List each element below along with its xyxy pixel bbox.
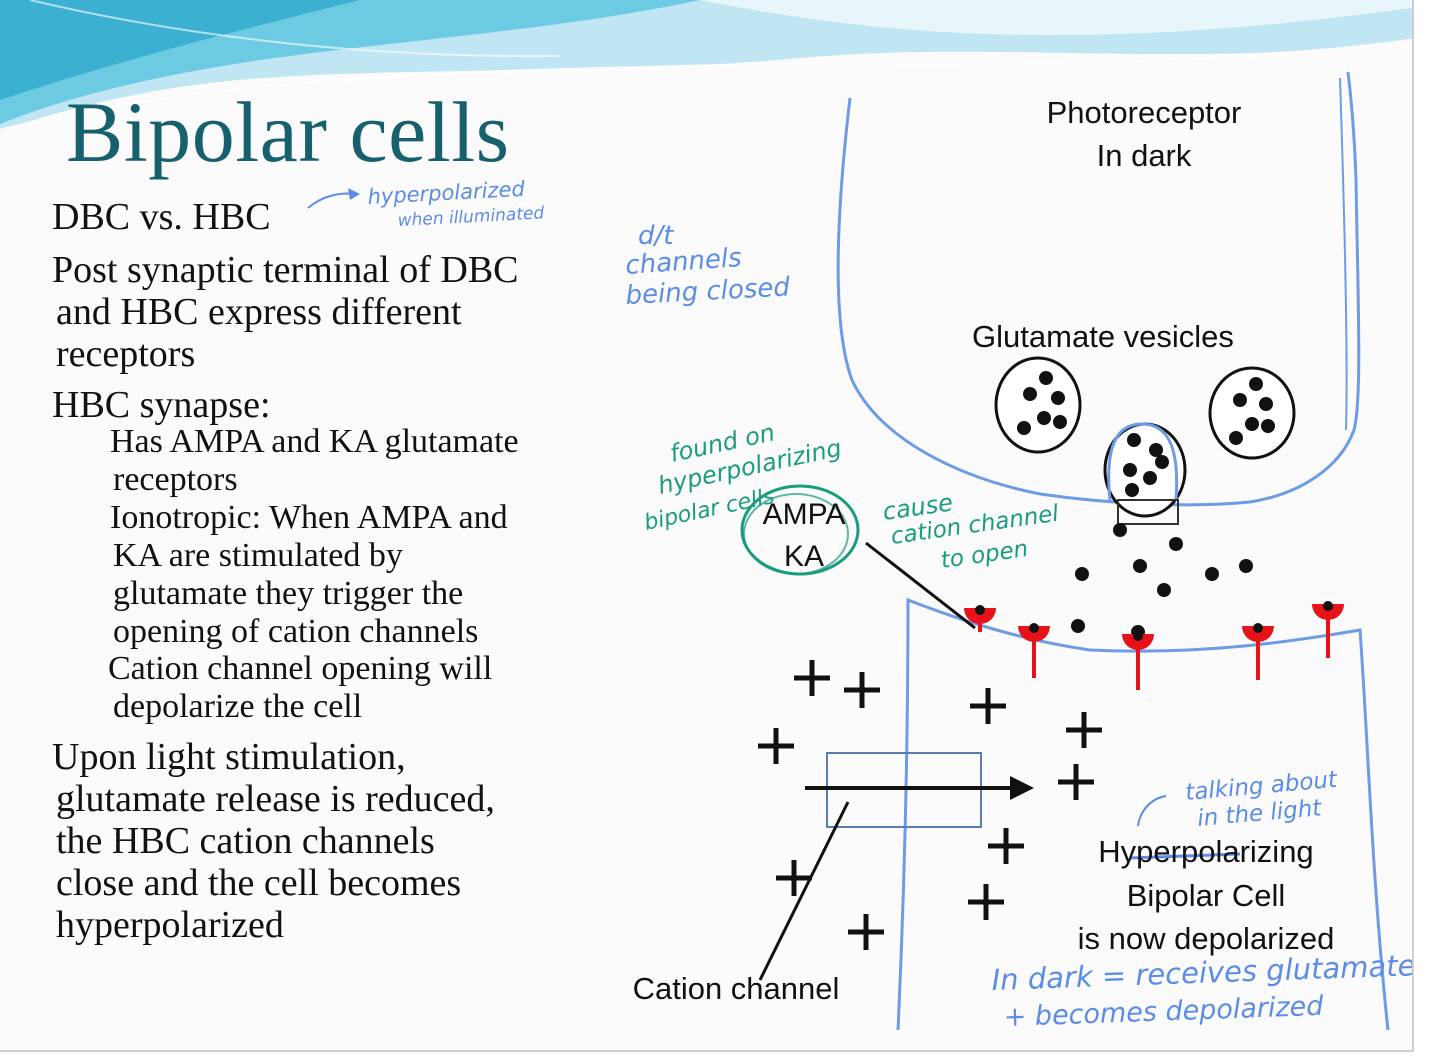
glutamate-dot bbox=[1071, 619, 1085, 633]
glutamate-dot bbox=[1261, 419, 1275, 433]
glutamate-dot bbox=[1133, 559, 1147, 573]
note-dark-1: In dark = receives glutamate bbox=[991, 948, 1412, 997]
glutamate-dot bbox=[1259, 397, 1273, 411]
bullet-line: glutamate release is reduced, bbox=[56, 778, 495, 820]
glutamate-dot bbox=[1249, 377, 1263, 391]
bullet-dbc-vs-hbc: DBC vs. HBC bbox=[52, 196, 271, 238]
glutamate-dot bbox=[1125, 483, 1139, 497]
bipolar-label-line1: Hyperpolarizing bbox=[1098, 834, 1313, 869]
photoreceptor-outline-inner bbox=[1339, 77, 1348, 431]
bullet-line: Cation channel opening will bbox=[108, 650, 493, 687]
cation-plus-signs bbox=[758, 660, 1102, 950]
glutamate-dot bbox=[1075, 567, 1089, 581]
note-dark-2: + becomes depolarized bbox=[1003, 991, 1325, 1033]
glutamate-dot bbox=[1239, 559, 1253, 573]
ampa-pointer-line bbox=[865, 541, 976, 630]
glutamate-dot bbox=[1155, 455, 1169, 469]
glutamate-dot bbox=[1113, 523, 1127, 537]
bound-glutamate-dot bbox=[1253, 623, 1263, 633]
sub-bullet-ampa-ka: Has AMPA and KA glutamate receptors bbox=[110, 423, 519, 499]
ka-label: KA bbox=[784, 540, 824, 573]
receptors bbox=[964, 601, 1344, 690]
glutamate-dot bbox=[1017, 421, 1031, 435]
bound-glutamate-dot bbox=[1133, 631, 1143, 641]
slide-canvas: Photoreceptor In dark Glutamate vesicles… bbox=[0, 0, 1412, 1033]
talking-arrow bbox=[1137, 795, 1167, 827]
cation-channel-label: Cation channel bbox=[633, 971, 840, 1006]
photoreceptor-label: Photoreceptor bbox=[1047, 95, 1242, 130]
bipolar-cell-outline bbox=[896, 597, 1390, 1031]
note-hyperpolarized-2: when illuminated bbox=[397, 203, 545, 231]
glutamate-dot bbox=[1229, 431, 1243, 445]
bullet-line: Ionotropic: When AMPA and bbox=[110, 499, 508, 536]
bullet-line: Upon light stimulation, bbox=[52, 736, 406, 778]
glutamate-dot bbox=[1157, 583, 1171, 597]
bullet-post-synaptic: Post synaptic terminal of DBC and HBC ex… bbox=[52, 249, 519, 375]
glutamate-dot bbox=[1023, 387, 1037, 401]
slide-title: Bipolar cells bbox=[66, 84, 510, 180]
bound-glutamate-dot bbox=[1029, 623, 1039, 633]
bullet-line: opening of cation channels bbox=[113, 613, 479, 650]
bullet-line: receptors bbox=[113, 461, 238, 498]
photoreceptor-outline bbox=[836, 71, 1361, 507]
bullet-line: receptors bbox=[56, 333, 196, 375]
bullet-line: close and the cell becomes bbox=[56, 862, 462, 904]
bound-glutamate-dot bbox=[975, 605, 985, 615]
bullet-line: hyperpolarized bbox=[56, 904, 284, 946]
bound-glutamate-dot bbox=[1323, 601, 1333, 611]
bullet-line: glutamate they trigger the bbox=[113, 575, 464, 612]
note-cause-3: to open bbox=[939, 536, 1030, 574]
glutamate-dot bbox=[1169, 537, 1183, 551]
slide: Photoreceptor In dark Glutamate vesicles… bbox=[0, 0, 1414, 1052]
sub-bullet-depolarize: Cation channel opening will depolarize t… bbox=[108, 650, 492, 726]
cation-pointer-line bbox=[758, 801, 850, 981]
vesicle-fusing bbox=[1103, 422, 1187, 525]
ampa-label: AMPA bbox=[763, 498, 846, 531]
strike-underline bbox=[1129, 852, 1241, 860]
bipolar-label-line3: is now depolarized bbox=[1078, 921, 1335, 956]
sub-bullet-ionotropic: Ionotropic: When AMPA and KA are stimula… bbox=[110, 499, 508, 651]
glutamate-dots bbox=[1017, 371, 1275, 639]
hyperpolarized-arrow bbox=[307, 192, 357, 209]
bullet-hbc-synapse: HBC synapse: bbox=[52, 384, 271, 426]
bipolar-label-line2: Bipolar Cell bbox=[1127, 878, 1286, 913]
ampa-ka-circle-2 bbox=[743, 493, 849, 575]
glutamate-dot bbox=[1051, 391, 1065, 405]
bullet-line: depolarize the cell bbox=[113, 688, 363, 725]
note-channels-1: d/t bbox=[638, 221, 674, 251]
glutamate-dot bbox=[1245, 417, 1259, 431]
glutamate-dot bbox=[1205, 567, 1219, 581]
glutamate-dot bbox=[1053, 415, 1067, 429]
bullet-line: Post synaptic terminal of DBC bbox=[52, 249, 519, 291]
glutamate-dot bbox=[1149, 443, 1163, 457]
glutamate-dot bbox=[1123, 463, 1137, 477]
bullet-line: Has AMPA and KA glutamate bbox=[110, 423, 519, 460]
bullet-line: HBC synapse: bbox=[52, 384, 271, 426]
glutamate-vesicles-label: Glutamate vesicles bbox=[972, 319, 1234, 354]
bullet-line: the HBC cation channels bbox=[56, 820, 435, 862]
glutamate-dot bbox=[1143, 471, 1157, 485]
glutamate-dot bbox=[1127, 433, 1141, 447]
glutamate-dot bbox=[1233, 393, 1247, 407]
glutamate-dot bbox=[1037, 411, 1051, 425]
hyperpolarized-arrowhead bbox=[348, 188, 360, 200]
vesicle-left bbox=[994, 356, 1082, 454]
bullet-light-stimulation: Upon light stimulation, glutamate releas… bbox=[52, 736, 495, 946]
bullet-line: DBC vs. HBC bbox=[52, 196, 271, 238]
glutamate-dot bbox=[1039, 371, 1053, 385]
bullet-line: and HBC express different bbox=[56, 291, 462, 333]
arrow-head bbox=[1010, 776, 1034, 800]
header-wave bbox=[0, 0, 1412, 132]
bullet-line: KA are stimulated by bbox=[113, 537, 403, 574]
in-dark-label: In dark bbox=[1097, 138, 1192, 173]
